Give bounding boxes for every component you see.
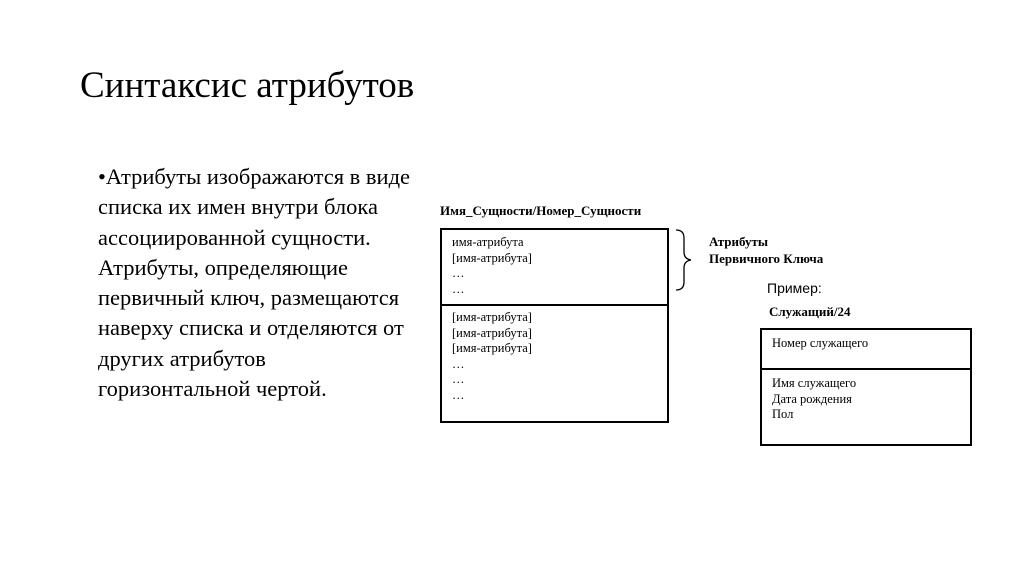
non-key-attribute: … bbox=[452, 356, 465, 371]
brace-label-line2: Первичного Ключа bbox=[709, 251, 824, 266]
key-attribute: [имя-атрибута] bbox=[452, 250, 532, 265]
example-non-key-attribute: Имя служащего bbox=[772, 376, 857, 390]
example-heading: Пример: bbox=[767, 280, 822, 296]
example-non-key-section: Имя служащего Дата рождения Пол bbox=[762, 370, 970, 423]
example-entity-box: Номер служащего Имя служащего Дата рожде… bbox=[760, 328, 972, 446]
non-key-attribute: … bbox=[452, 372, 465, 386]
key-attribute: имя-атрибута bbox=[452, 235, 524, 249]
example-non-key-attribute: Пол bbox=[772, 407, 794, 421]
entity-diagram: Имя_Сущности/Номер_Сущности имя-атрибута… bbox=[430, 190, 1010, 460]
entity-label: Имя_Сущности/Номер_Сущности bbox=[440, 203, 642, 218]
example-key-attribute: Номер служащего bbox=[772, 336, 869, 350]
example-key-section: Номер служащего bbox=[762, 330, 970, 370]
key-attribute: … bbox=[452, 266, 465, 280]
primary-key-brace bbox=[675, 229, 692, 291]
brace-label-line1: Атрибуты bbox=[709, 234, 769, 249]
non-key-attribute: … bbox=[452, 387, 465, 402]
non-key-attribute: [имя-атрибута] bbox=[452, 341, 532, 355]
key-section: имя-атрибута [имя-атрибута] … … bbox=[442, 230, 667, 306]
entity-box: имя-атрибута [имя-атрибута] … … [имя-атр… bbox=[440, 228, 669, 423]
body-text: •Атрибуты изображаются в виде списка их … bbox=[98, 164, 411, 402]
non-key-section: [имя-атрибута] [имя-атрибута] [имя-атриб… bbox=[442, 306, 667, 403]
slide-title: Синтаксис атрибутов bbox=[80, 65, 415, 106]
example-entity-label: Служащий/24 bbox=[769, 304, 851, 319]
non-key-attribute: [имя-атрибута] bbox=[452, 310, 532, 324]
key-attribute: … bbox=[452, 281, 465, 296]
example-non-key-attribute: Дата рождения bbox=[772, 391, 852, 406]
non-key-attribute: [имя-атрибута] bbox=[452, 325, 532, 340]
